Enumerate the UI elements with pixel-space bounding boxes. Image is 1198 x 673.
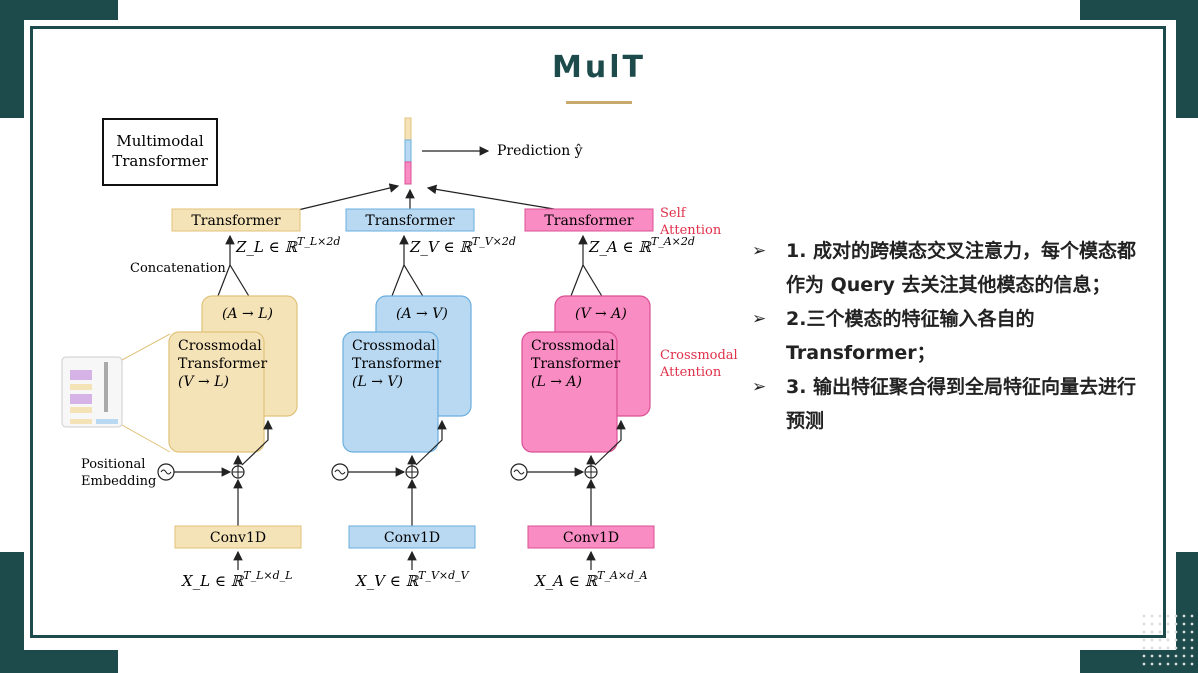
decorative-dot-grid [1140, 612, 1196, 670]
bullet-item-3: ➢3. 输出特征聚合得到全局特征向量去进行预测 [752, 370, 1152, 438]
legend-box [102, 118, 218, 186]
arrow-into-back-block-l [241, 419, 273, 466]
z-label-l: Z_L ∈ ℝT_L×2d [235, 235, 340, 256]
arrow-bullet-icon: ➢ [752, 377, 767, 397]
bullet-item-1: ➢1. 成对的跨模态交叉注意力，每个模态都作为 Query 去关注其他模态的信息… [752, 234, 1152, 302]
crossmodal-block-front-a [521, 331, 618, 453]
corner-bottom-left-h [0, 650, 118, 673]
slide-title: MulT [552, 50, 646, 85]
crossmodal-attention-line-1: Crossmodal [660, 348, 738, 363]
bullet-item-2: ➢2.三个模态的特征输入各自的 Transformer； [752, 302, 1152, 370]
corner-top-right [1176, 0, 1198, 118]
crossmodal-back-label-a: (V → A) [575, 306, 627, 322]
crossmodal-front-line-a-2: (L → A) [531, 374, 582, 390]
crossmodal-front-line-l-1: Transformer [178, 356, 267, 372]
prediction-label: Prediction ŷ [497, 142, 583, 159]
transformer-box-a [524, 208, 654, 232]
crossmodal-front-line-v-1: Transformer [352, 356, 441, 372]
conv1d-box-v [348, 525, 476, 549]
arrow-bullet-icon: ➢ [752, 241, 767, 261]
x-label-v: X_V ∈ ℝT_V×d_V [355, 569, 470, 590]
arrow-into-back-block-v [415, 419, 447, 466]
transformer-label-l: Transformer [191, 213, 280, 229]
concatenation-label: Concatenation [130, 261, 226, 276]
crossmodal-block-front-l [168, 331, 265, 453]
conv1d-box-l [174, 525, 302, 549]
z-label-a: Z_A ∈ ℝT_A×2d [588, 235, 695, 256]
arrow-into-back-block-a [594, 419, 626, 466]
output-segment-l [404, 117, 412, 141]
x-label-l: X_L ∈ ℝT_L×d_L [181, 569, 292, 590]
self-attention-line-1: Self [660, 206, 687, 221]
crossmodal-attention-line-2: Attention [659, 365, 722, 380]
arrow-l-to-output [297, 183, 400, 211]
legend-line-2: Transformer [112, 152, 208, 170]
title-underline [566, 101, 632, 104]
conv1d-label-v: Conv1D [384, 530, 440, 546]
conv1d-label-a: Conv1D [563, 530, 619, 546]
transformer-box-v [345, 208, 475, 232]
crossmodal-block-front-v [342, 331, 439, 453]
transformer-box-l [171, 208, 301, 232]
x-label-a: X_A ∈ ℝT_A×d_A [534, 569, 648, 590]
crossmodal-back-label-l: (A → L) [222, 306, 273, 322]
block-thumbnail [61, 333, 171, 453]
transformer-label-a: Transformer [544, 213, 633, 229]
legend-line-1: Multimodal [116, 132, 203, 150]
bullet-list: ➢1. 成对的跨模态交叉注意力，每个模态都作为 Query 去关注其他模态的信息… [752, 234, 1152, 438]
conv1d-box-a [527, 525, 655, 549]
crossmodal-front-line-v-0: Crossmodal [352, 338, 436, 354]
transformer-label-v: Transformer [365, 213, 454, 229]
output-segment-a [404, 161, 412, 185]
crossmodal-front-line-a-1: Transformer [531, 356, 620, 372]
crossmodal-front-line-l-2: (V → L) [178, 374, 229, 390]
conv1d-label-l: Conv1D [210, 530, 266, 546]
crossmodal-front-line-a-0: Crossmodal [531, 338, 615, 354]
arrow-a-to-output [426, 184, 561, 211]
positional-embedding-line-2: Embedding [81, 474, 156, 489]
output-segment-v [404, 139, 412, 163]
corner-top-right-h [1080, 0, 1198, 20]
z-label-v: Z_V ∈ ℝT_V×2d [409, 235, 516, 256]
positional-embedding-line-1: Positional [81, 457, 145, 472]
corner-top-left-h [0, 0, 118, 20]
crossmodal-front-line-l-0: Crossmodal [178, 338, 262, 354]
crossmodal-back-label-v: (A → V) [396, 306, 448, 322]
self-attention-line-2: Attention [659, 223, 722, 238]
arrow-bullet-icon: ➢ [752, 309, 767, 329]
crossmodal-front-line-v-2: (L → V) [352, 374, 403, 390]
